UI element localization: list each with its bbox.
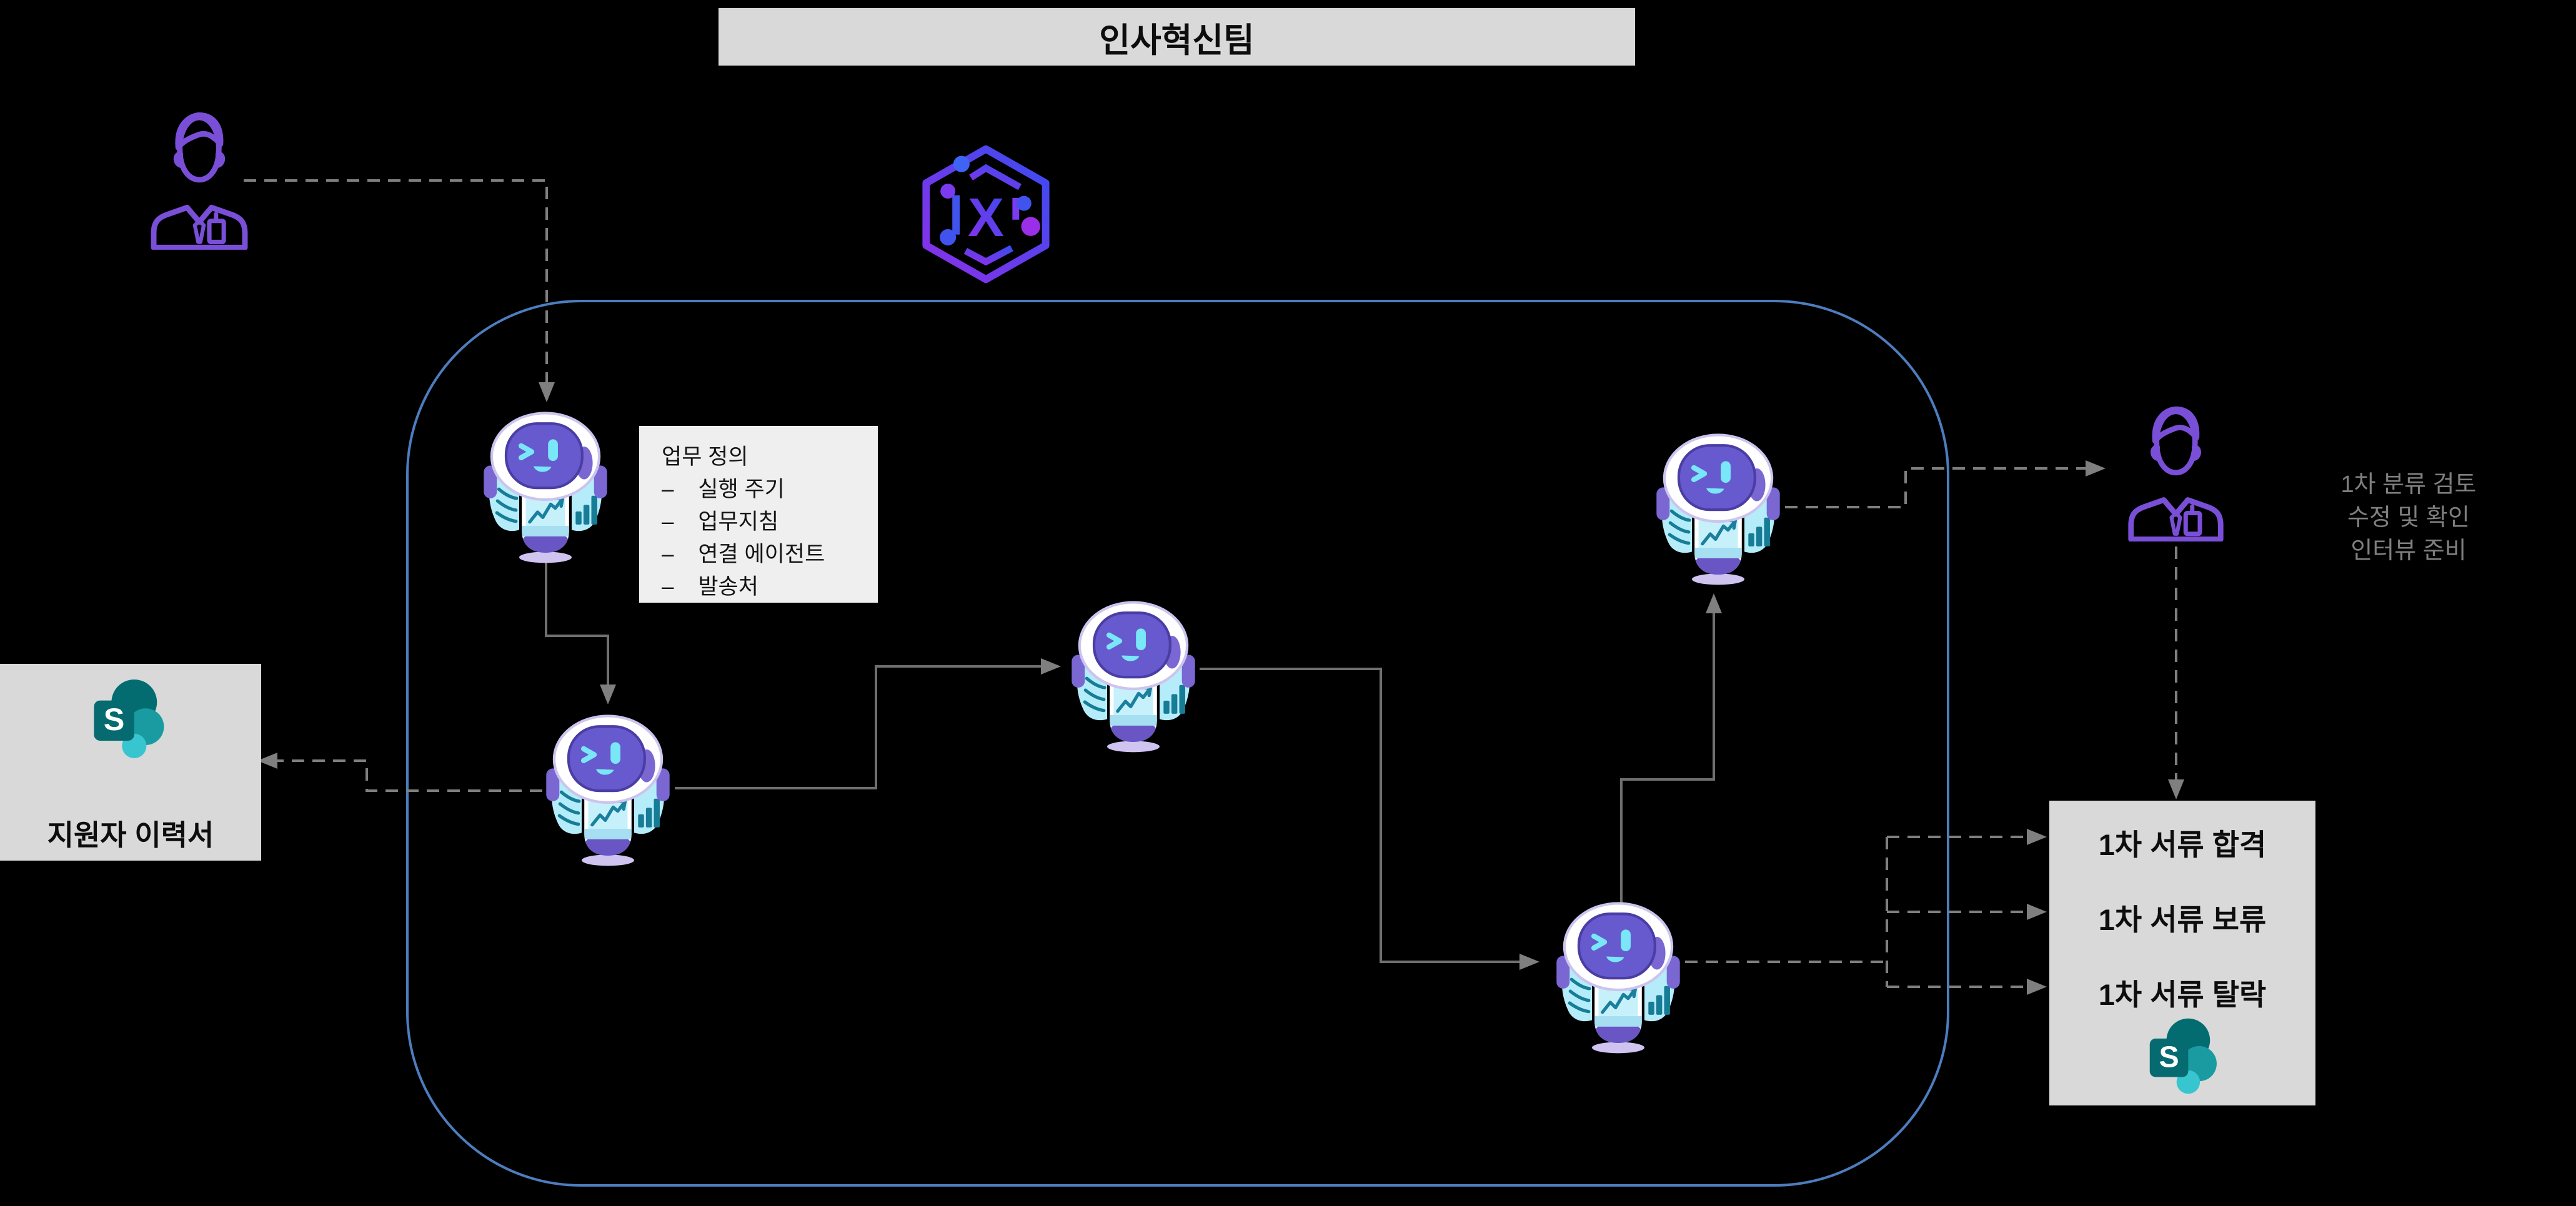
screening-agent-robot-icon (1068, 598, 1199, 753)
resume-agent-robot-icon (542, 712, 674, 866)
connector-screening-agent-to-classify-agent (1200, 668, 1539, 970)
team-header: 인사혁신팀 (719, 8, 1635, 66)
task-note-title: 업무 정의 (662, 445, 748, 469)
classify-agent-robot-icon (1553, 899, 1684, 1054)
sharepoint-resume-box: 지원자 이력서 (0, 664, 261, 861)
result-pass-label: 1차 서류 합격 (2098, 828, 2267, 861)
hr-manager-icon (144, 107, 255, 250)
hr-reviewer-icon (2121, 402, 2230, 541)
resume-box-label: 지원자 이력서 (47, 819, 214, 851)
task-note-item: – 발송처 (662, 575, 758, 599)
task-note-item: – 업무지침 (662, 510, 779, 534)
agent-platform-boundary (406, 300, 1949, 1187)
connector-notify-agent-to-hr-reviewer (1785, 460, 2106, 508)
connector-resume-agent-to-sharepoint-resume (257, 753, 542, 792)
task-definition-note: 업무 정의 – 실행 주기 – 업무지침 – 연결 에이전트 – 발송처 (639, 426, 878, 603)
connector-resume-agent-to-screening-agent (675, 658, 1061, 789)
result-hold-label: 1차 서류 보류 (2098, 903, 2267, 936)
sharepoint-icon (2141, 1014, 2224, 1098)
task-note-item: – 실행 주기 (662, 477, 785, 502)
review-note: 1차 분류 검토 수정 및 확인 인터뷰 준비 (2309, 468, 2509, 568)
result-fail-label: 1차 서류 탈락 (2098, 978, 2267, 1011)
connector-hr-manager-to-intake-agent (244, 179, 555, 402)
sharepoint-icon (84, 675, 172, 763)
connector-hr-reviewer-to-results-box (2168, 546, 2184, 799)
task-note-item: – 연결 에이전트 (662, 542, 825, 566)
connector-classify-agent-to-result-branches (1685, 829, 2047, 995)
review-note-line: 1차 분류 검토 (2340, 472, 2477, 498)
hexagon-x-logo-icon (911, 144, 1061, 285)
review-note-line: 인터뷰 준비 (2350, 538, 2467, 564)
connector-classify-agent-to-notify-agent (1620, 593, 1722, 903)
connector-intake-agent-to-resume-agent (545, 556, 616, 704)
notify-agent-robot-icon (1653, 431, 1784, 585)
screening-results-box: 1차 서류 합격 1차 서류 보류 1차 서류 탈락 (2049, 801, 2315, 1105)
page-title: 인사혁신팀 (1099, 21, 1255, 59)
intake-agent-robot-icon (480, 409, 611, 563)
review-note-line: 수정 및 확인 (2347, 505, 2470, 531)
